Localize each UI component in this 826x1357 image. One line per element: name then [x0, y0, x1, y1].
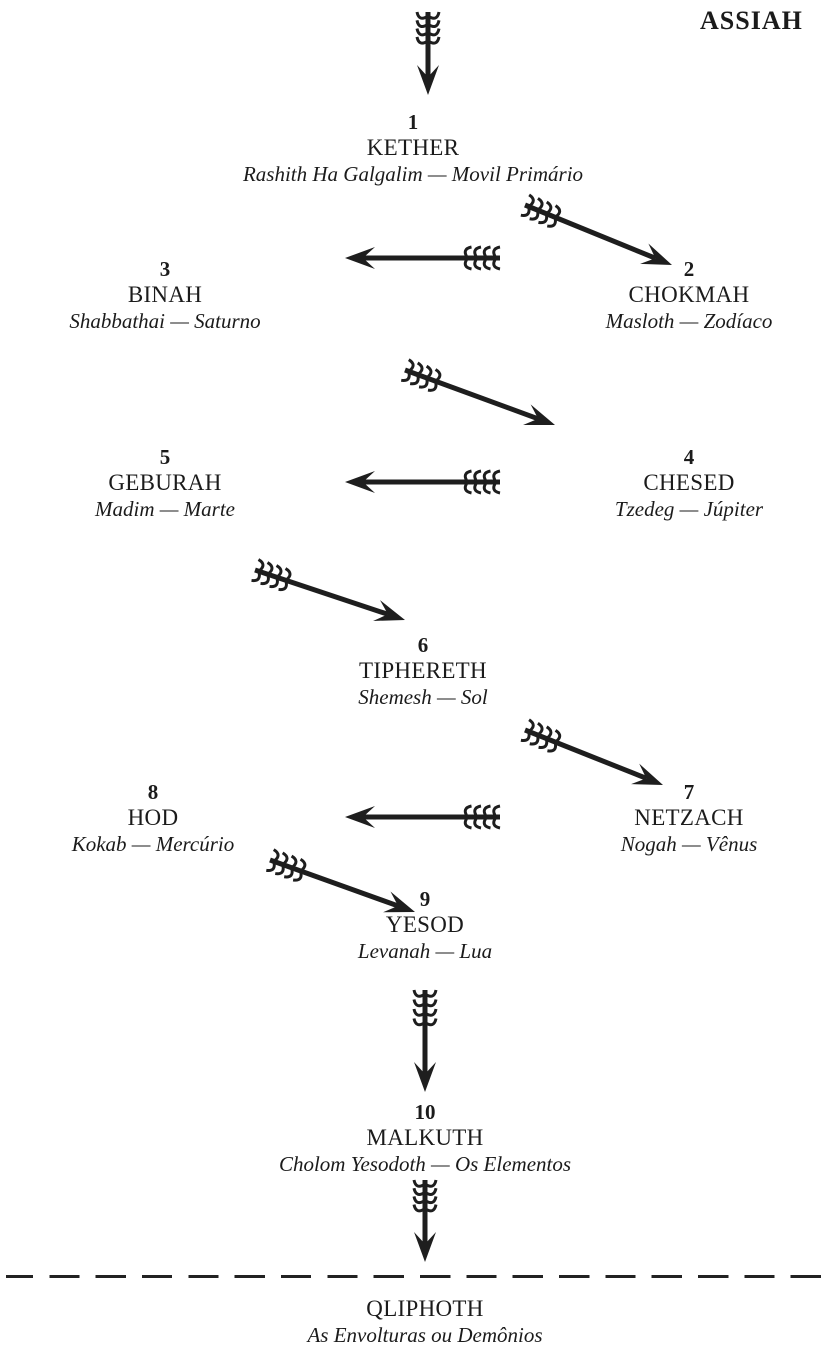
node-name: CHOKMAH — [628, 282, 750, 307]
node-description: Cholom Yesodoth — Os Elementos — [278, 1152, 572, 1176]
node-yesod: 9 YESOD Levanah — Lua — [300, 887, 550, 964]
arrow-kether-chokmah — [520, 193, 672, 265]
node-description: As Envolturas ou Demônios — [307, 1323, 543, 1347]
node-name: GEBURAH — [108, 470, 222, 495]
node-geburah: 5 GEBURAH Madim — Marte — [40, 445, 290, 522]
node-name: TIPHERETH — [359, 658, 487, 683]
node-binah: 3 BINAH Shabbathai — Saturno — [0, 257, 330, 334]
arrow-to-hod — [345, 804, 501, 830]
node-number: 6 — [417, 633, 429, 657]
node-description: Shabbathai — Saturno — [69, 309, 261, 333]
node-name: MALKUTH — [366, 1125, 484, 1150]
node-number: 5 — [159, 445, 171, 469]
node-number: 7 — [683, 780, 695, 804]
arrow-to-geburah — [345, 469, 501, 495]
node-description: Kokab — Mercúrio — [71, 832, 235, 856]
node-chesed: 4 CHESED Tzedeg — Júpiter — [556, 445, 822, 522]
arrow-to-binah — [345, 245, 501, 271]
node-number: 8 — [147, 780, 159, 804]
page-title: ASSIAH — [700, 6, 803, 35]
node-name: QLIPHOTH — [366, 1296, 484, 1321]
node-number: 4 — [683, 445, 695, 469]
node-description: Madim — Marte — [95, 497, 235, 521]
node-chokmah: 2 CHOKMAH Masloth — Zodíaco — [556, 257, 822, 334]
node-description: Shemesh — Sol — [358, 685, 488, 709]
node-number: 10 — [414, 1100, 436, 1124]
node-description: Masloth — Zodíaco — [605, 309, 773, 333]
node-description: Tzedeg — Júpiter — [614, 497, 764, 521]
node-description: Nogah — Vênus — [620, 832, 758, 856]
arrow-to-netzach — [520, 718, 663, 785]
node-description: Rashith Ha Galgalim — Movil Primário — [242, 162, 584, 186]
node-kether: 1 KETHER Rashith Ha Galgalim — Movil Pri… — [160, 110, 666, 187]
node-number: 9 — [419, 887, 431, 911]
node-tiphereth: 6 TIPHERETH Shemesh — Sol — [290, 633, 556, 710]
node-name: NETZACH — [634, 805, 744, 830]
divider-line — [6, 1275, 826, 1278]
arrow-to-qliphoth — [412, 1179, 438, 1262]
arrow-top — [415, 11, 441, 95]
node-name: HOD — [127, 805, 179, 830]
node-name: CHESED — [643, 470, 735, 495]
node-qliphoth: QLIPHOTH As Envolturas ou Demônios — [230, 1295, 620, 1348]
arrow-to-tiphereth — [251, 558, 405, 621]
node-number: 1 — [407, 110, 419, 134]
arrow-to-malkuth — [412, 989, 438, 1092]
node-name: BINAH — [127, 282, 203, 307]
node-hod: 8 HOD Kokab — Mercúrio — [20, 780, 286, 857]
arrow-to-chesed — [400, 358, 555, 425]
arrow-to-yesod — [266, 848, 415, 913]
node-number: 3 — [159, 257, 171, 281]
node-name: YESOD — [385, 912, 465, 937]
node-number: 2 — [683, 257, 695, 281]
node-description: Levanah — Lua — [357, 939, 493, 963]
node-name: KETHER — [366, 135, 460, 160]
node-netzach: 7 NETZACH Nogah — Vênus — [556, 780, 822, 857]
node-malkuth: 10 MALKUTH Cholom Yesodoth — Os Elemento… — [220, 1100, 630, 1177]
